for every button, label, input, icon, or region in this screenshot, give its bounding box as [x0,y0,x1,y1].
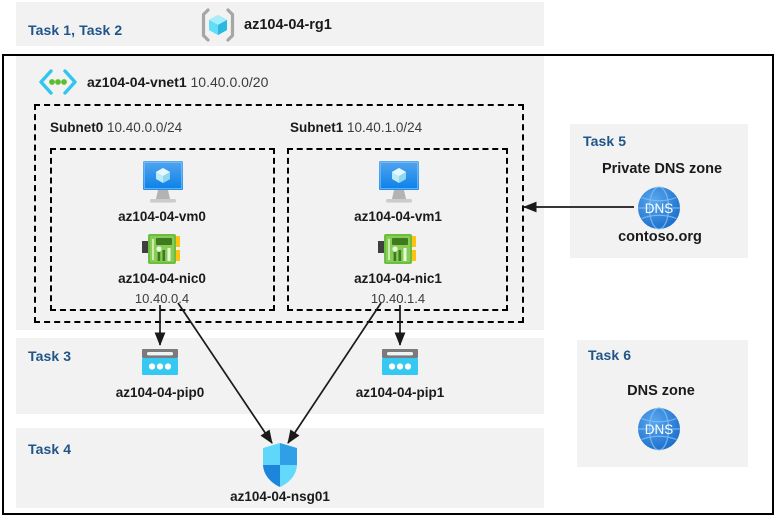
task5-label: Task 5 [583,133,627,149]
dns-zone-icon: DNS [634,184,688,232]
subnet0-name: Subnet0 [50,120,104,135]
nic0-ip: 10.40.0.4 [134,291,190,306]
task5-zone-name: contoso.org [618,229,702,245]
subnet1-box [287,148,508,311]
vnet-title: az104-04-vnet1 10.40.0.0/20 [87,74,268,90]
task6-heading: DNS zone [627,383,695,399]
virtual-network-icon [36,68,80,96]
network-security-group-icon [259,441,301,489]
vnet-panel [16,56,544,330]
task3-panel [16,338,544,414]
vm0-name: az104-04-vm0 [118,209,206,224]
nsg-name: az104-04-nsg01 [230,489,330,504]
task12-label: Task 1, Task 2 [28,22,123,38]
task12-panel [16,2,544,46]
subnets-wrapper [34,104,524,323]
pip0-name: az104-04-pip0 [115,385,205,400]
public-ip-address-icon [377,347,423,379]
task6-label: Task 6 [588,347,632,363]
task5-heading: Private DNS zone [601,161,723,177]
nic1-name: az104-04-nic1 [354,271,442,286]
subnet1-title: Subnet1 10.40.1.0/24 [290,120,422,135]
dns-icon-text: DNS [645,201,674,216]
dns-zone-icon: DNS [634,405,688,453]
task4-label: Task 4 [28,441,72,457]
nic0-name: az104-04-nic0 [118,271,206,286]
network-interface-icon [140,231,184,269]
vnet-border [2,54,774,515]
resource-group-icon [199,6,237,44]
virtual-machine-icon [371,158,427,206]
nic1-ip: 10.40.1.4 [370,291,426,306]
vnet-cidr: 10.40.0.0/20 [190,74,269,90]
subnet1-name: Subnet1 [290,120,344,135]
dns-icon-text: DNS [645,422,674,437]
resource-group-name: az104-04-rg1 [244,17,332,33]
subnet0-title: Subnet0 10.40.0.0/24 [50,120,182,135]
subnet1-cidr: 10.40.1.0/24 [347,120,423,135]
network-interface-icon [376,231,420,269]
virtual-machine-icon [135,158,191,206]
public-ip-address-icon [137,347,183,379]
subnet0-cidr: 10.40.0.0/24 [107,120,183,135]
vnet-name: az104-04-vnet1 [87,74,187,90]
pip1-name: az104-04-pip1 [355,385,445,400]
vm1-name: az104-04-vm1 [354,209,442,224]
task3-label: Task 3 [28,348,72,364]
subnet0-box [50,148,275,311]
